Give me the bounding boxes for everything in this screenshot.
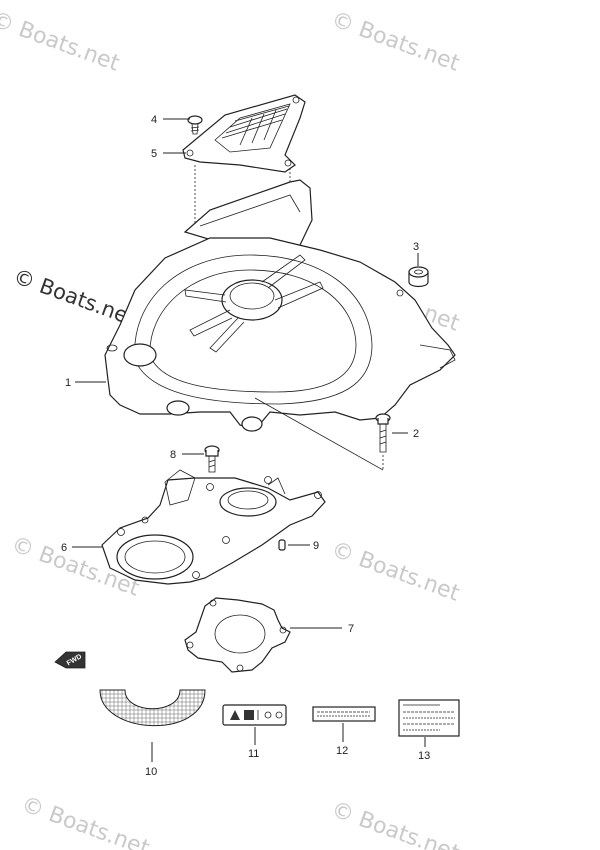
part-number-9: 9 xyxy=(313,540,319,552)
part-number-2: 2 xyxy=(413,428,419,440)
part-8-bolt xyxy=(204,445,220,473)
watermark: © Boats.net xyxy=(328,797,463,850)
part-9-pin xyxy=(278,539,286,551)
part-number-10: 10 xyxy=(145,766,157,778)
part-13-label xyxy=(398,699,460,737)
part-7-gasket xyxy=(184,597,291,673)
part-5-intake-cover xyxy=(182,94,306,173)
part-4-screw xyxy=(187,115,203,135)
part-12-label xyxy=(312,706,376,722)
fwd-arrow-icon: FWD xyxy=(54,651,86,669)
part-11-caution-label xyxy=(222,704,287,726)
part-number-labels: 4 5 3 1 2 8 6 9 7 10 11 12 13 xyxy=(61,114,430,778)
part-2-bolt xyxy=(375,413,391,453)
watermark: © Boats.net xyxy=(328,537,463,607)
watermark: © Boats.net xyxy=(18,792,153,850)
part-number-1: 1 xyxy=(65,377,71,389)
part-3-grommet xyxy=(408,266,429,288)
part-6-mounting-plate xyxy=(101,469,326,585)
part-number-8: 8 xyxy=(170,449,176,461)
part-number-4: 4 xyxy=(151,114,157,126)
part-number-7: 7 xyxy=(348,623,354,635)
leader-lines xyxy=(72,118,426,762)
part-10-shield xyxy=(99,689,206,727)
guide-line xyxy=(254,397,384,471)
part-number-5: 5 xyxy=(151,148,157,160)
part-1-flywheel-cover xyxy=(104,179,456,432)
part-number-3: 3 xyxy=(413,241,419,253)
watermark-prominent: © Boats.net xyxy=(10,264,139,330)
part-number-11: 11 xyxy=(248,748,259,760)
part-number-13: 13 xyxy=(418,750,430,762)
part-number-6: 6 xyxy=(61,542,67,554)
watermark: © Boats.net xyxy=(328,7,463,77)
grille xyxy=(221,105,290,146)
part-number-12: 12 xyxy=(336,745,348,757)
watermark: © Boats.net xyxy=(0,7,123,77)
